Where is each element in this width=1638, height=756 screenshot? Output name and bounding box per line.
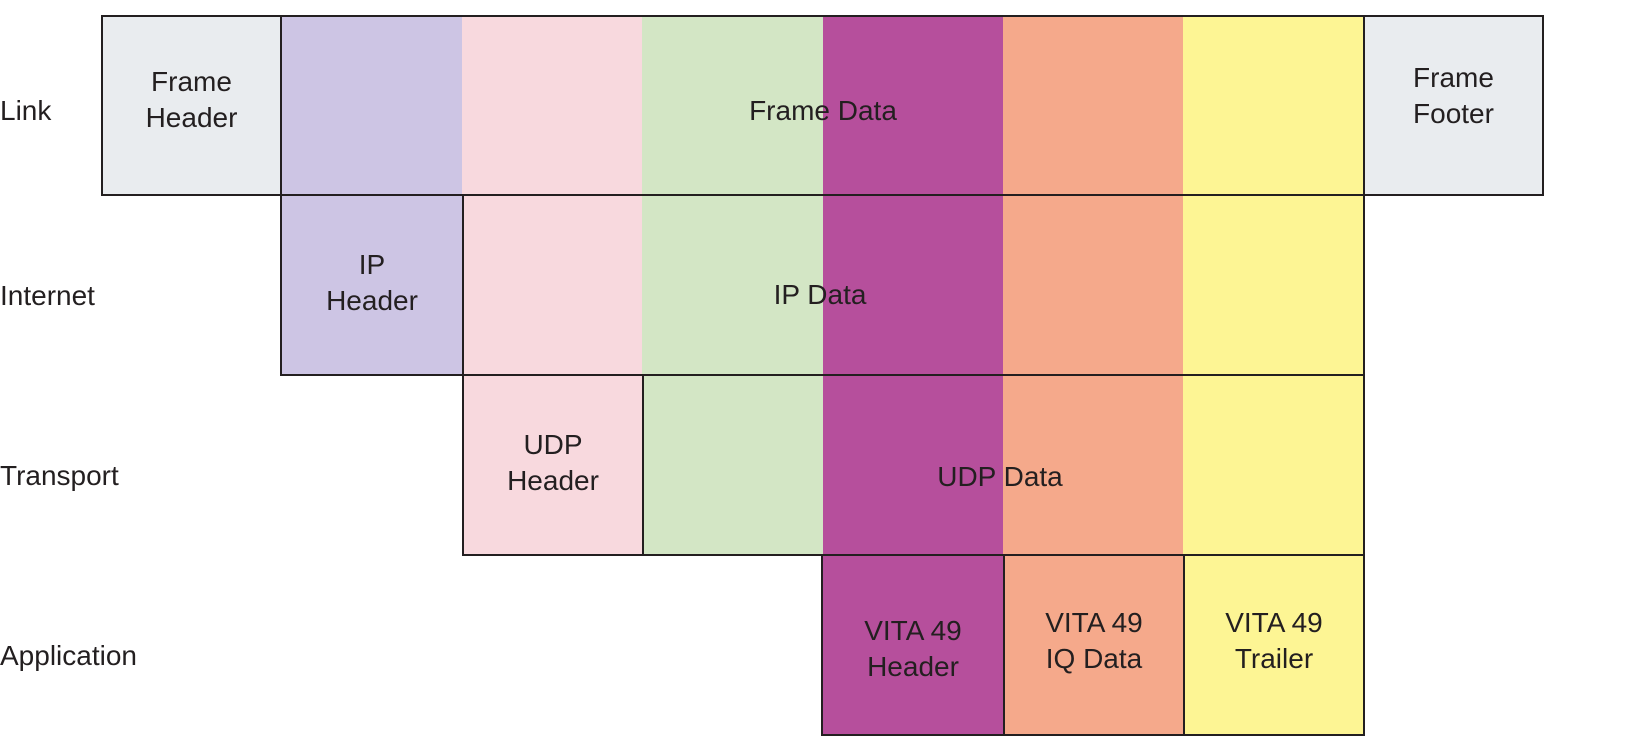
ip-data-strip-pink <box>462 194 642 376</box>
frame-data-strip-pink <box>462 15 642 196</box>
vita49-trailer-box: VITA 49 Trailer <box>1183 554 1365 736</box>
frame-footer-line1: Frame <box>1413 61 1494 93</box>
ip-data-strip-salmon <box>1003 194 1183 376</box>
vita49-header-line1: VITA 49 <box>864 615 962 646</box>
frame-footer-box: Frame Footer <box>1363 15 1544 196</box>
ip-header-line1: IP <box>358 249 386 280</box>
vita49-trailer-line1: VITA 49 <box>1225 607 1323 638</box>
ip-data-strip-yellow <box>1183 194 1363 376</box>
udp-data-label: UDP Data <box>937 461 1063 492</box>
udp-header-line2: Header <box>507 465 599 496</box>
udp-data-strip-green <box>642 374 823 556</box>
frame-header-line1: Frame <box>151 65 232 97</box>
layer-label-transport: Transport <box>0 460 119 491</box>
frame-data-label: Frame Data <box>749 95 897 126</box>
vita49-header-line2: Header <box>867 651 959 682</box>
vita49-iq-data-box: VITA 49 IQ Data <box>1003 554 1185 736</box>
layer-label-link: Link <box>0 95 52 126</box>
ip-data-label: IP Data <box>773 279 867 310</box>
vita49-trailer-line2: Trailer <box>1234 643 1314 674</box>
frame-header-line2: Header <box>145 101 238 133</box>
frame-data-strip-salmon <box>1003 15 1183 196</box>
udp-data-strip-salmon <box>1003 374 1183 556</box>
frame-data-strip-green <box>642 15 823 196</box>
vita49-iq-line2: IQ Data <box>1045 643 1143 674</box>
ip-header-line2: Header <box>326 285 418 316</box>
ip-header-box: IP Header <box>280 194 464 376</box>
ip-data-strip-green <box>642 194 823 376</box>
udp-header-line1: UDP <box>523 429 583 460</box>
frame-data-strip-yellow <box>1183 15 1363 196</box>
layer-label-internet: Internet <box>0 280 95 311</box>
udp-header-box: UDP Header <box>462 374 644 556</box>
udp-data-strip-magenta <box>823 374 1003 556</box>
vita49-iq-line1: VITA 49 <box>1045 607 1143 638</box>
frame-header-box: Frame Header <box>101 15 282 196</box>
vita49-header-box: VITA 49 Header <box>821 554 1005 736</box>
frame-footer-line2: Footer <box>1413 97 1494 129</box>
ip-data-strip-magenta <box>823 194 1003 376</box>
frame-data-strip-magenta <box>823 15 1003 196</box>
layer-label-application: Application <box>0 640 137 671</box>
frame-data-strip-lavender <box>282 15 462 196</box>
udp-data-strip-yellow <box>1183 374 1363 556</box>
